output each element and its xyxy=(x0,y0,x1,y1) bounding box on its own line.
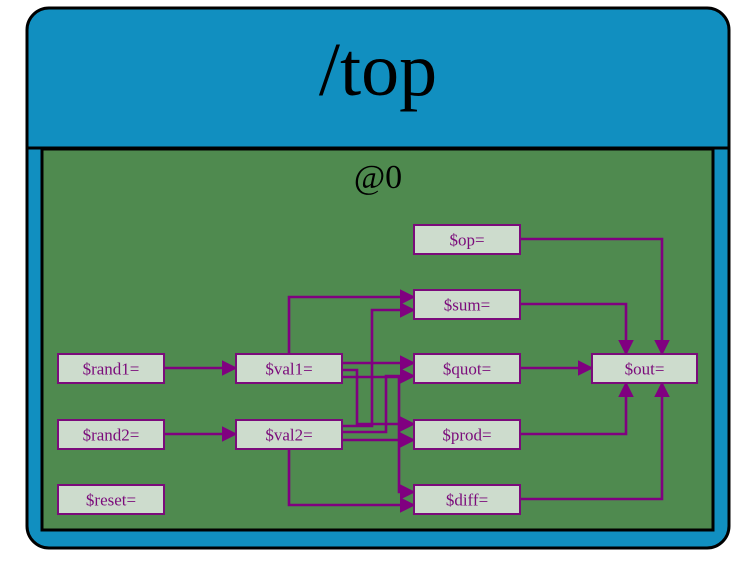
node-rand2-box xyxy=(57,419,165,450)
edge-val2-to-sum xyxy=(342,302,416,428)
node-prod-box xyxy=(413,419,521,450)
instance-title: @0 xyxy=(354,159,402,196)
node-reset-label: $reset= xyxy=(86,491,136,510)
node-rand1-box xyxy=(57,353,165,384)
node-prod-label: $prod= xyxy=(442,426,491,445)
node-diff-box xyxy=(413,484,521,515)
node-val1-label: $val1= xyxy=(265,360,312,379)
edge-val2-to-diff xyxy=(287,449,416,513)
node-reset[interactable]: $reset= xyxy=(57,484,165,515)
edge-diff-to-out xyxy=(520,381,670,501)
node-val1[interactable]: $val1= xyxy=(235,353,343,384)
edge-prod-to-out xyxy=(520,381,634,436)
edge-val2-to-quot xyxy=(342,368,416,434)
node-sum-box xyxy=(413,289,521,320)
edges xyxy=(164,237,670,513)
node-out-box xyxy=(591,353,698,384)
node-rand2[interactable]: $rand2= xyxy=(57,419,165,450)
node-rand2-label: $rand2= xyxy=(83,426,140,445)
nodes: $op= $sum= $quot= $prod= $diff= $out= $rand1= $… xyxy=(57,224,698,515)
node-op-box xyxy=(413,224,521,255)
node-prod[interactable]: $prod= xyxy=(413,419,521,450)
instance-container xyxy=(40,147,715,532)
top-title: /top xyxy=(319,28,437,112)
node-out[interactable]: $out= xyxy=(591,353,698,384)
node-sum[interactable]: $sum= xyxy=(413,289,521,320)
node-out-label: $out= xyxy=(625,360,665,379)
node-diff-label: $diff= xyxy=(446,491,488,510)
node-op[interactable]: $op= xyxy=(413,224,521,255)
edge-val1-to-diff xyxy=(342,375,416,500)
node-rand1[interactable]: $rand1= xyxy=(57,353,165,384)
node-op-label: $op= xyxy=(449,231,484,250)
edge-val1-to-sum xyxy=(287,289,416,354)
node-diff[interactable]: $diff= xyxy=(413,484,521,515)
node-val2-box xyxy=(235,419,343,450)
edge-sum-to-out xyxy=(520,302,634,356)
node-quot-label: $quot= xyxy=(443,360,491,379)
node-reset-box xyxy=(57,484,165,515)
node-quot-box xyxy=(413,353,521,384)
node-sum-label: $sum= xyxy=(444,296,490,315)
edge-op-to-out xyxy=(520,237,670,356)
node-val2[interactable]: $val2= xyxy=(235,419,343,450)
node-val1-box xyxy=(235,353,343,384)
node-val2-label: $val2= xyxy=(265,426,312,445)
node-quot[interactable]: $quot= xyxy=(413,353,521,384)
node-rand1-label: $rand1= xyxy=(83,360,140,379)
